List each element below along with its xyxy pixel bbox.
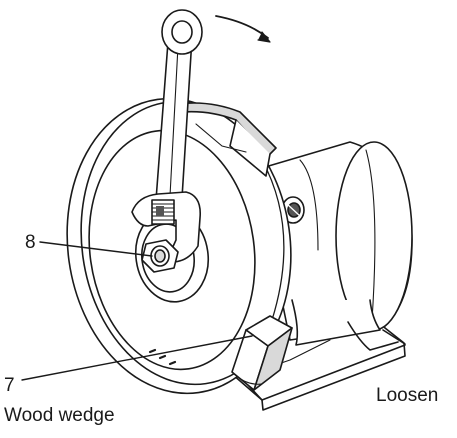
leader-line-8 [39,241,153,257]
leader-line-7 [21,335,253,381]
wood-wedge [231,315,293,391]
callout-label-nut: 8 [25,232,36,253]
direction-label: Loosen [376,385,439,406]
motor-housing [254,141,413,351]
callout-label-wedge-number: 7 [4,375,15,396]
side-bolt-icon [281,196,305,224]
arbor-nut-icon [141,239,179,273]
adjustable-wrench [131,9,203,263]
curved-arrow-icon [215,15,271,43]
callout-label-wedge-text: Wood wedge [4,405,115,426]
